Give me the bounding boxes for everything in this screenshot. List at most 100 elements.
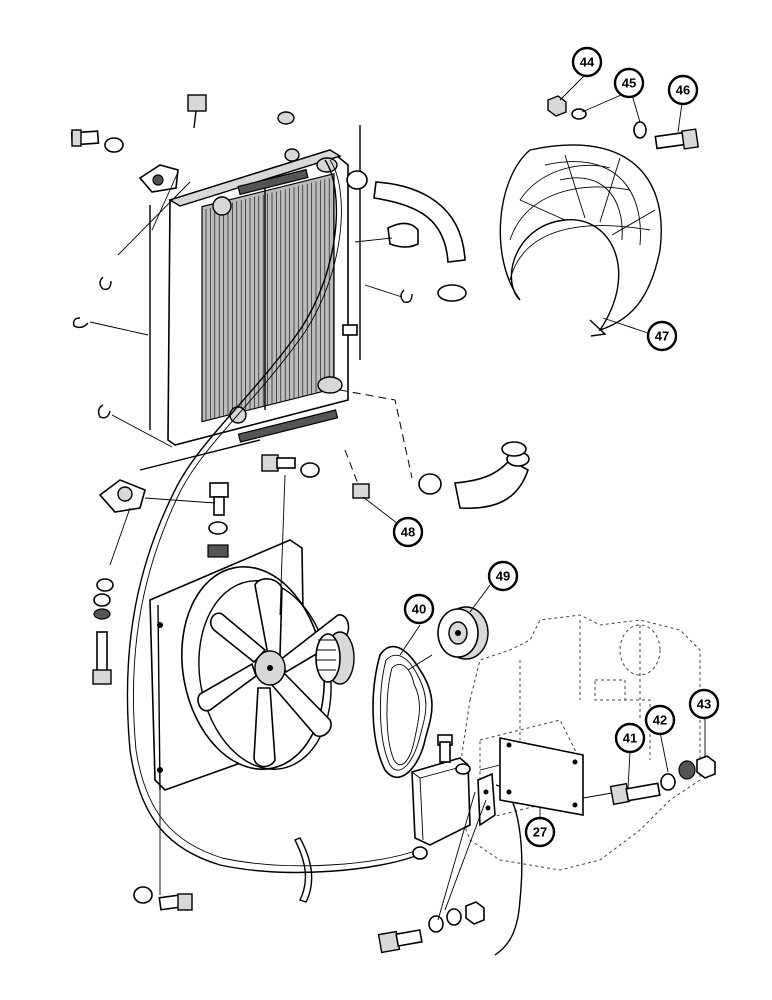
mount-boss-top-left bbox=[212, 196, 232, 216]
callout-49-label: 49 bbox=[496, 569, 510, 584]
washer-icon bbox=[455, 763, 471, 775]
nut-icon bbox=[277, 111, 295, 125]
lower-outlet-stub bbox=[317, 376, 343, 394]
bolt-head-icon bbox=[681, 128, 699, 150]
nut-icon bbox=[93, 608, 111, 620]
fan-fasteners bbox=[207, 454, 320, 616]
callout-47-label: 47 bbox=[655, 329, 669, 344]
bolt-head-icon bbox=[261, 454, 279, 472]
mounting-bracket-plate bbox=[479, 737, 584, 816]
bolt-head-icon bbox=[92, 669, 112, 685]
drive-belt bbox=[372, 645, 433, 778]
top-left-fasteners bbox=[70, 94, 300, 448]
hose-clamp-icon bbox=[501, 441, 527, 457]
washer-icon bbox=[571, 108, 587, 120]
bolt-icon bbox=[625, 782, 661, 802]
washer-icon bbox=[104, 137, 124, 153]
engine-block-outline bbox=[454, 614, 701, 871]
bolt-icon bbox=[395, 929, 423, 947]
callout-46-label: 46 bbox=[676, 83, 690, 98]
nut-icon bbox=[696, 755, 716, 779]
top-seal-strip bbox=[237, 168, 309, 196]
callout-42-label: 42 bbox=[653, 713, 667, 728]
washer-icon bbox=[678, 760, 696, 780]
expansion-tank bbox=[411, 734, 523, 956]
overflow-pipe-edge bbox=[132, 159, 419, 867]
nut-icon bbox=[547, 95, 567, 117]
callout-45-label: 45 bbox=[622, 76, 636, 91]
upper-hose-assembly bbox=[346, 170, 467, 304]
bracket-fasteners bbox=[582, 755, 716, 806]
callout-45: 45 bbox=[613, 67, 645, 99]
callout-47: 47 bbox=[646, 320, 678, 352]
rubber-mount-icon bbox=[207, 544, 229, 558]
nut-icon bbox=[465, 901, 485, 925]
guard-tab bbox=[589, 319, 607, 337]
upper-outlet-stub bbox=[316, 157, 338, 173]
hose-clip-icon bbox=[97, 404, 111, 419]
callout-43-label: 43 bbox=[697, 697, 711, 712]
hose-clip-icon bbox=[400, 289, 413, 304]
fan-guard bbox=[499, 144, 662, 337]
washer-icon bbox=[133, 886, 153, 904]
radiator-fins bbox=[205, 177, 334, 420]
callout-44-label: 44 bbox=[580, 55, 595, 70]
washer-icon bbox=[96, 578, 114, 592]
water-pump-pulley bbox=[437, 606, 489, 660]
bracket-right bbox=[342, 324, 358, 336]
callout-44: 44 bbox=[571, 46, 603, 78]
callout-27: 27 bbox=[524, 816, 556, 848]
hose-clip-icon bbox=[99, 276, 112, 291]
hose-saddle-icon bbox=[387, 222, 419, 248]
callout-48-label: 48 bbox=[401, 525, 415, 540]
lower-left-mount bbox=[92, 479, 216, 685]
washer-icon bbox=[208, 521, 228, 535]
bolt-head-icon bbox=[71, 129, 82, 147]
callout-46: 46 bbox=[667, 74, 699, 106]
lower-hose bbox=[454, 459, 529, 510]
hose-clamp-icon bbox=[412, 846, 428, 860]
bolt-icon bbox=[96, 631, 108, 673]
callout-41-label: 41 bbox=[623, 731, 637, 746]
washer-icon bbox=[446, 908, 462, 926]
hose-clip-icon bbox=[72, 317, 89, 329]
hose-clip-icon bbox=[284, 148, 300, 162]
hose-clamp-icon bbox=[437, 284, 467, 302]
upper-hose bbox=[373, 181, 466, 263]
callout-43: 43 bbox=[688, 688, 720, 720]
callout-42: 42 bbox=[644, 704, 676, 736]
fan-spacer-pulley bbox=[315, 631, 355, 685]
washer-icon bbox=[428, 915, 444, 933]
washer-icon bbox=[633, 121, 647, 139]
callout-49: 49 bbox=[487, 560, 519, 592]
bolt-head-icon bbox=[177, 893, 193, 911]
callout-41: 41 bbox=[614, 722, 646, 754]
overflow-pipe bbox=[126, 159, 419, 874]
callout-27-label: 27 bbox=[533, 825, 547, 840]
tank-bracket bbox=[477, 772, 496, 827]
washer-icon bbox=[660, 773, 676, 791]
washer-icon bbox=[93, 593, 111, 607]
lower-hose-assembly bbox=[418, 441, 530, 510]
bolt-head-icon bbox=[209, 482, 229, 498]
radiator bbox=[139, 125, 361, 471]
radiator-core bbox=[201, 172, 335, 423]
hose-clamp-icon bbox=[346, 170, 368, 190]
bolt-head-icon bbox=[187, 94, 207, 112]
callout-40: 40 bbox=[403, 593, 435, 625]
hose-clamp-icon bbox=[418, 473, 442, 495]
bottom-seal-strip bbox=[237, 409, 339, 443]
bottom-fasteners bbox=[133, 790, 487, 954]
guard-fasteners bbox=[547, 95, 699, 150]
callout-48: 48 bbox=[392, 516, 424, 548]
hose-clip-icon bbox=[294, 837, 313, 903]
callout-40-label: 40 bbox=[412, 602, 426, 617]
fan-blades bbox=[197, 578, 350, 768]
washer-icon bbox=[300, 462, 320, 478]
spacer-icon bbox=[352, 483, 370, 499]
bolt-icon bbox=[213, 496, 225, 516]
fan-shroud-assembly bbox=[149, 539, 355, 791]
bolt-icon bbox=[276, 457, 296, 469]
leader-lines bbox=[362, 74, 706, 818]
